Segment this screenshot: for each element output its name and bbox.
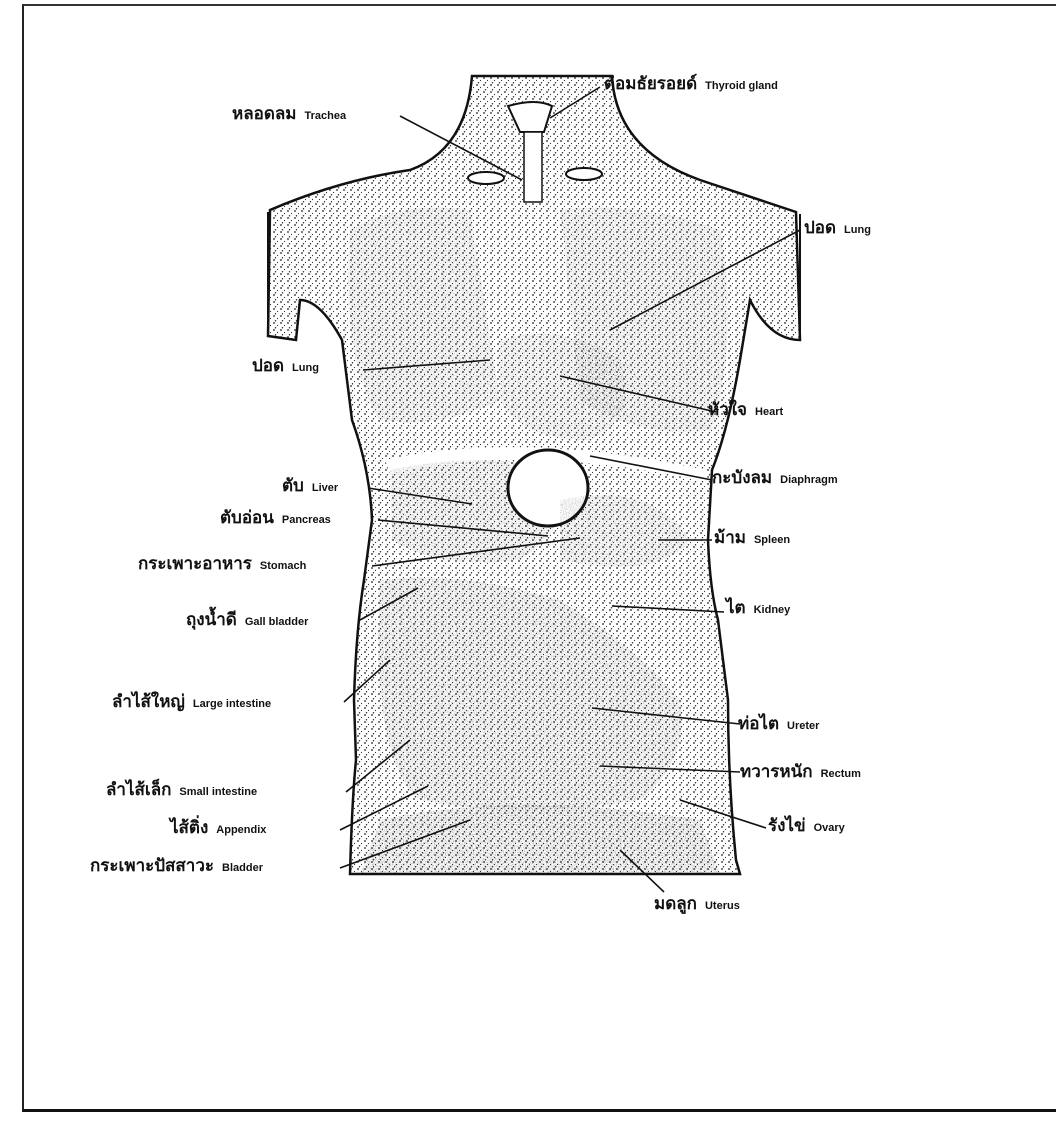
label-appendix-english: Appendix (216, 824, 266, 836)
label-small-intestine-english: Small intestine (179, 786, 257, 798)
label-trachea-english: Trachea (305, 110, 347, 122)
label-rectum: ทวารหนัก Rectum (740, 764, 861, 781)
label-ovary-thai: รังไข่ (768, 816, 806, 836)
label-liver-english: Liver (312, 482, 338, 494)
label-ureter-thai: ท่อไต (738, 714, 779, 734)
label-thyroid: ต่อมธัยรอยด์ Thyroid gland (604, 76, 778, 93)
label-appendix-thai: ไส้ติ่ง (170, 818, 208, 838)
label-lung-left-english: Lung (292, 362, 319, 374)
label-rectum-english: Rectum (821, 768, 861, 780)
label-stomach-thai: กระเพาะอาหาร (138, 554, 252, 574)
label-kidney-thai: ไต (726, 598, 746, 618)
label-small-intestine: ลำไส้เล็ก Small intestine (106, 782, 257, 799)
label-ovary-english: Ovary (814, 822, 845, 834)
label-lung-right-thai: ปอด (804, 218, 836, 238)
label-heart-english: Heart (755, 406, 783, 418)
label-pancreas: ตับอ่อน Pancreas (220, 510, 331, 527)
label-ovary: รังไข่ Ovary (768, 818, 845, 835)
label-thyroid-english: Thyroid gland (705, 80, 778, 92)
label-small-intestine-thai: ลำไส้เล็ก (106, 780, 171, 800)
label-kidney-english: Kidney (754, 604, 791, 616)
label-uterus-thai: มดลูก (654, 894, 697, 914)
label-large-intestine-thai: ลำไส้ใหญ่ (112, 692, 185, 712)
label-diaphragm-thai: กะบังลม (712, 468, 772, 488)
label-gall-bladder-english: Gall bladder (245, 616, 309, 628)
label-uterus-english: Uterus (705, 900, 740, 912)
label-liver: ตับ Liver (282, 478, 338, 495)
label-large-intestine: ลำไส้ใหญ่ Large intestine (112, 694, 271, 711)
label-large-intestine-english: Large intestine (193, 698, 271, 710)
label-ureter: ท่อไต Ureter (738, 716, 819, 733)
label-heart-thai: หัวใจ (708, 400, 747, 420)
label-spleen-english: Spleen (754, 534, 790, 546)
label-lung-left-thai: ปอด (252, 356, 284, 376)
label-lung-left: ปอด Lung (252, 358, 319, 375)
label-uterus: มดลูก Uterus (654, 896, 740, 913)
label-rectum-thai: ทวารหนัก (740, 762, 813, 782)
label-trachea-thai: หลอดลม (232, 104, 297, 124)
label-heart: หัวใจ Heart (708, 402, 783, 419)
label-pancreas-thai: ตับอ่อน (220, 508, 274, 528)
label-lung-right: ปอด Lung (804, 220, 871, 237)
label-spleen-thai: ม้าม (714, 528, 746, 548)
label-bladder: กระเพาะปัสสาวะ Bladder (90, 858, 263, 875)
label-stomach: กระเพาะอาหาร Stomach (138, 556, 306, 573)
label-stomach-english: Stomach (260, 560, 306, 572)
label-diaphragm-english: Diaphragm (780, 474, 837, 486)
label-liver-thai: ตับ (282, 476, 304, 496)
label-kidney: ไต Kidney (726, 600, 790, 617)
label-bladder-thai: กระเพาะปัสสาวะ (90, 856, 214, 876)
label-bladder-english: Bladder (222, 862, 263, 874)
label-trachea: หลอดลม Trachea (232, 106, 346, 123)
label-lung-right-english: Lung (844, 224, 871, 236)
label-spleen: ม้าม Spleen (714, 530, 790, 547)
label-thyroid-thai: ต่อมธัยรอยด์ (604, 74, 697, 94)
label-pancreas-english: Pancreas (282, 514, 331, 526)
label-ureter-english: Ureter (787, 720, 819, 732)
label-diaphragm: กะบังลม Diaphragm (712, 470, 838, 487)
label-gall-bladder: ถุงน้ำดี Gall bladder (186, 612, 308, 629)
label-appendix: ไส้ติ่ง Appendix (170, 820, 266, 837)
label-gall-bladder-thai: ถุงน้ำดี (186, 610, 237, 630)
